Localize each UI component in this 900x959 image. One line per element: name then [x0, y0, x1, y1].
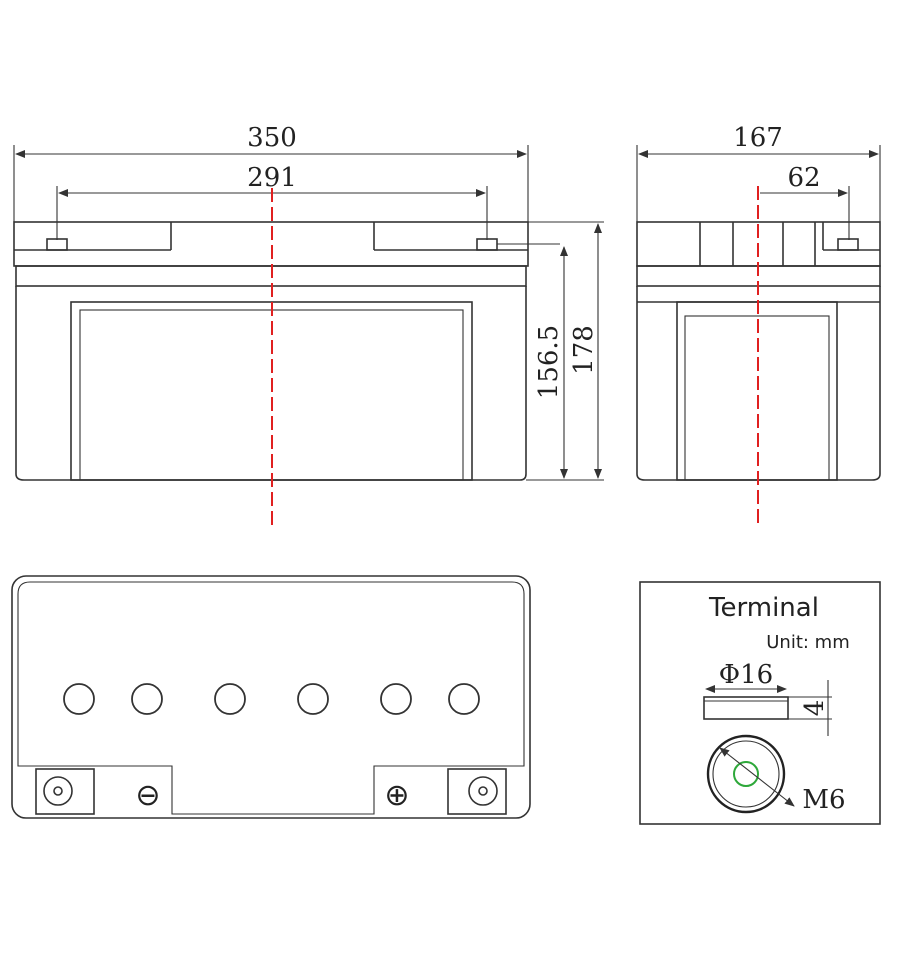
- terminal-detail-title: Terminal: [708, 593, 819, 623]
- terminal-profile: [703, 696, 789, 720]
- vent-cap-5: [380, 683, 412, 715]
- dim-line-bolt: [719, 747, 795, 807]
- terminal-detail: Terminal Unit: mm Φ16 4 M6: [639, 581, 881, 825]
- terminal-bolt-hole: [733, 761, 759, 787]
- dim-terminal-offset-label: 62: [787, 163, 820, 193]
- top-terminal-left-inner: [53, 786, 63, 796]
- top-terminal-right-outer: [468, 776, 498, 806]
- top-outline-inner: [17, 581, 525, 815]
- vent-cap-1: [63, 683, 95, 715]
- terminal-diameter-label: Φ16: [719, 660, 773, 690]
- top-view: ⊖ ⊕: [11, 575, 531, 819]
- positive-symbol: ⊕: [384, 778, 409, 813]
- dim-height-case-label: 156.5: [534, 325, 564, 399]
- top-outline-outer: [11, 575, 531, 819]
- top-terminal-left-outer: [43, 776, 73, 806]
- dim-total-height-label: 178: [569, 325, 599, 375]
- top-terminal-right-inner: [478, 786, 488, 796]
- vent-cap-4: [297, 683, 329, 715]
- front-terminal-left: [46, 238, 68, 251]
- dim-length-label: 350: [247, 123, 297, 153]
- side-terminal: [837, 238, 859, 251]
- terminal-plan-outer: [706, 734, 786, 814]
- dim-width-label: 167: [733, 123, 783, 153]
- negative-symbol: ⊖: [135, 778, 160, 813]
- vent-cap-6: [448, 683, 480, 715]
- top-terminal-block-right: [447, 768, 507, 815]
- top-terminal-block-left: [35, 768, 95, 815]
- vent-cap-2: [131, 683, 163, 715]
- terminal-bolt-label: M6: [802, 785, 845, 815]
- terminal-detail-frame: [639, 581, 881, 825]
- front-terminal-right: [476, 238, 498, 251]
- front-view: 350 291 156.5 178: [13, 123, 604, 528]
- vent-cap-3: [214, 683, 246, 715]
- side-view: 167 62: [636, 123, 881, 528]
- terminal-detail-unit: Unit: mm: [766, 632, 850, 653]
- terminal-thickness-label: 4: [800, 700, 830, 717]
